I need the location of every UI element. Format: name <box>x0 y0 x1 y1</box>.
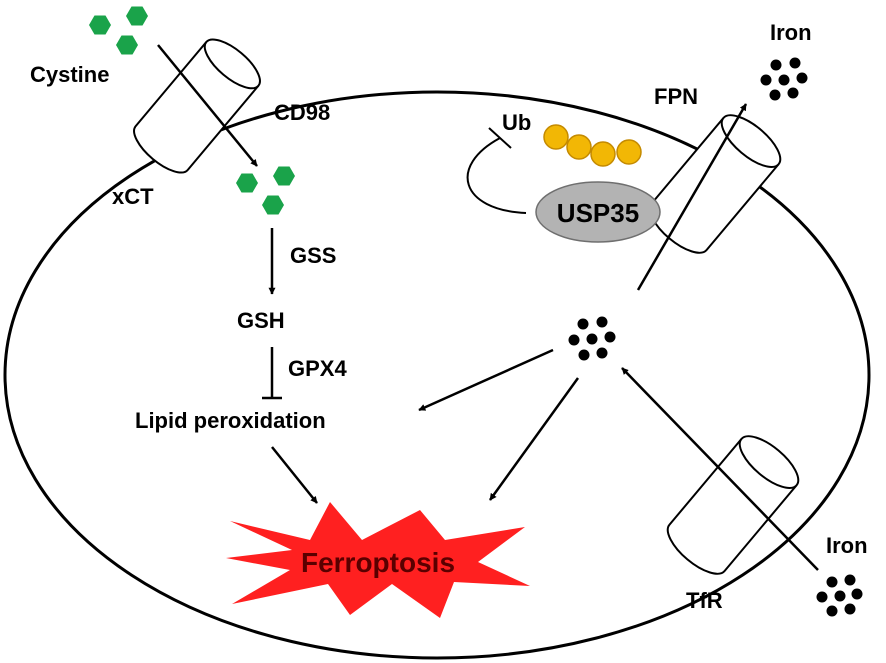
gpx4-label: GPX4 <box>288 356 347 381</box>
lipid-to-ferroptosis-arrow <box>271 446 318 504</box>
iron-atom <box>844 603 856 615</box>
ferroptosis-burst <box>226 502 530 618</box>
fpn-label: FPN <box>654 84 698 109</box>
iron-in-label: Iron <box>826 533 868 558</box>
iron-atom <box>770 59 782 71</box>
gsh-label: GSH <box>237 308 285 333</box>
iron-cluster-inside <box>568 316 616 361</box>
gss-label: GSS <box>290 243 336 268</box>
iron-export-arrow <box>636 103 748 291</box>
cystine-hexagon <box>116 35 138 55</box>
iron-to-lipid-peroxidation-arrow <box>418 348 554 412</box>
iron-atom <box>604 331 616 343</box>
iron-cluster-outside <box>760 57 808 101</box>
iron-atom <box>816 591 828 603</box>
ubiquitin-bead <box>566 134 592 160</box>
iron-atom <box>826 605 838 617</box>
iron-atom <box>787 87 799 99</box>
iron-atom <box>789 57 801 69</box>
iron-atom <box>568 334 580 346</box>
lipid-peroxidation-label: Lipid peroxidation <box>135 408 326 433</box>
cystine-hexagon <box>126 6 148 26</box>
iron-atom <box>834 590 846 602</box>
cystine-molecules-outside <box>89 6 148 55</box>
iron-atom <box>596 347 608 359</box>
iron-import-arrow <box>621 367 819 571</box>
ubiquitin-bead <box>590 141 616 167</box>
iron-to-ferroptosis-arrow <box>488 377 580 501</box>
iron-out-label: Iron <box>770 20 812 45</box>
cystine-hexagon <box>236 173 258 193</box>
iron-atom <box>769 89 781 101</box>
gpx4-inhibition <box>262 347 282 400</box>
xct-cd98-transporter <box>133 38 261 174</box>
cd98-label: CD98 <box>274 100 330 125</box>
ubiquitin-bead <box>543 124 569 150</box>
ubiquitin-chain <box>543 124 642 167</box>
iron-atom <box>844 574 856 586</box>
cell-membrane <box>3 90 871 660</box>
iron-atom <box>578 349 590 361</box>
tfr-label: TfR <box>686 588 723 613</box>
usp35-label: USP35 <box>557 198 639 228</box>
iron-atom <box>586 333 598 345</box>
cystine-molecules-inside <box>236 166 295 215</box>
iron-atom <box>596 316 608 328</box>
cystine-hexagon <box>273 166 295 186</box>
cystine-hexagon <box>262 195 284 215</box>
iron-atom <box>796 72 808 84</box>
fpn-transporter <box>648 114 782 254</box>
tfr-transporter <box>666 435 800 575</box>
xct-label: xCT <box>112 184 154 209</box>
cystine-import-arrow <box>157 44 258 167</box>
iron-atom <box>577 318 589 330</box>
cystine-hexagon <box>89 15 111 35</box>
ubiquitin-bead <box>616 139 642 165</box>
iron-atom <box>778 74 790 86</box>
ferroptosis-label: Ferroptosis <box>301 547 455 578</box>
iron-cluster-extracellular <box>816 574 863 617</box>
iron-atom <box>760 74 772 86</box>
usp35-enzyme <box>535 181 661 243</box>
iron-atom <box>851 588 863 600</box>
cystine-label: Cystine <box>30 62 109 87</box>
ub-label: Ub <box>502 110 531 135</box>
iron-atom <box>826 576 838 588</box>
usp35-deubiquitination-arc <box>466 127 527 214</box>
